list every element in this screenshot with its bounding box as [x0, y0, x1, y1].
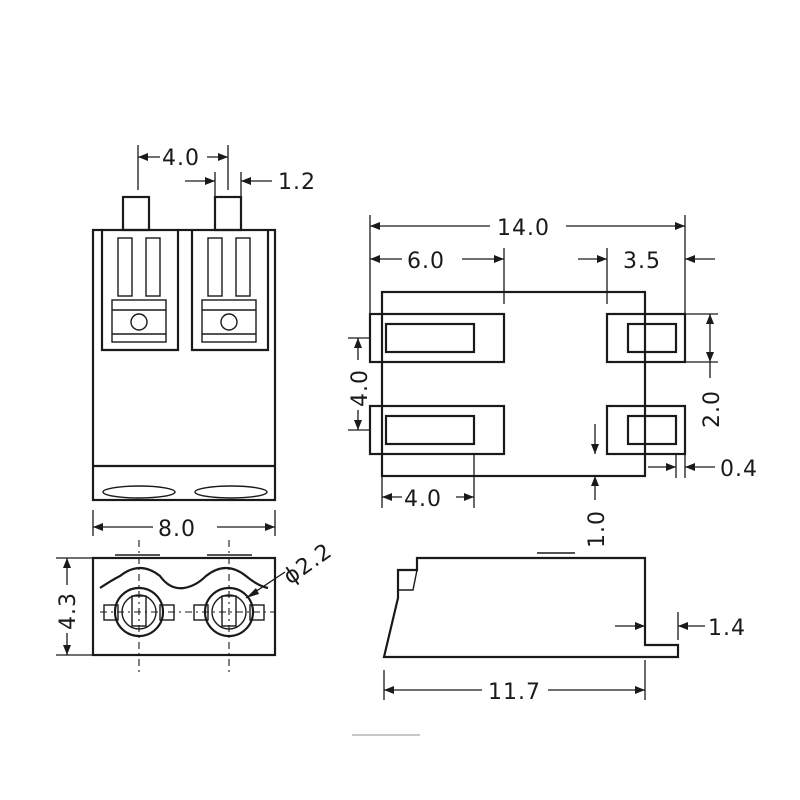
label-body-length: 11.7 [488, 680, 541, 705]
dim-bottom-pad: 4.0 [381, 454, 475, 512]
front-pin-right [213, 195, 243, 232]
front-entry-right [194, 485, 268, 499]
label-pin-width: 1.2 [278, 170, 316, 195]
top-view: 14.0 6.0 3.5 4.0 [348, 215, 758, 548]
dim-pin-width: 1.2 [185, 170, 316, 196]
label-width: 8.0 [158, 517, 196, 542]
dim-height: 4.3 [56, 557, 93, 656]
front-entry-left [102, 485, 176, 499]
dim-right-pad: 3.5 [578, 248, 715, 304]
pad-left-top [368, 312, 506, 364]
front-slot-left [100, 230, 180, 352]
front-lever-left [111, 237, 167, 343]
dim-pitch: 4.0 [137, 145, 229, 190]
dim-edge-gap: 0.4 [648, 454, 758, 482]
label-offset: 1.0 [585, 510, 610, 548]
label-pad-spacing: 4.0 [348, 369, 373, 407]
label-left-pad: 6.0 [407, 249, 445, 274]
dim-length: 14.0 [369, 215, 686, 314]
front-pin-left [121, 195, 151, 232]
pad-right-top [605, 312, 687, 364]
dim-body-length: 11.7 [383, 660, 646, 705]
front-lever-right [201, 237, 257, 343]
dim-pad-spacing: 4.0 [348, 337, 373, 431]
side-body-outline [382, 556, 680, 659]
label-pitch: 4.0 [162, 146, 200, 171]
bottom-body-outline [91, 556, 277, 657]
dim-left-pad: 6.0 [370, 248, 505, 304]
bottom-arch-profile [99, 566, 269, 590]
front-slot-right [190, 230, 270, 352]
label-right-pad: 3.5 [623, 249, 661, 274]
label-length: 14.0 [497, 216, 550, 241]
label-tail: 1.4 [708, 616, 746, 641]
dim-hole-diameter: ϕ2.2 [245, 539, 337, 599]
top-body-outline [380, 290, 647, 478]
label-bottom-pad: 4.0 [404, 487, 442, 512]
dim-offset: 1.0 [585, 424, 610, 548]
pad-left-bottom [368, 404, 506, 456]
label-hole-diameter: ϕ2.2 [279, 539, 337, 590]
dim-tail: 1.4 [615, 612, 746, 641]
pad-right-bottom [605, 404, 687, 456]
bottom-view: 4.3 ϕ2.2 [56, 539, 337, 672]
front-view: 4.0 1.2 8.0 [91, 145, 316, 542]
side-view: 11.7 1.4 [382, 552, 746, 705]
label-height: 4.3 [56, 592, 81, 630]
front-body-outline [91, 228, 277, 502]
dim-pad-height: 2.0 [685, 313, 725, 428]
label-pad-height: 2.0 [700, 390, 725, 428]
dim-width: 8.0 [92, 510, 276, 542]
label-edge-gap: 0.4 [720, 457, 758, 482]
